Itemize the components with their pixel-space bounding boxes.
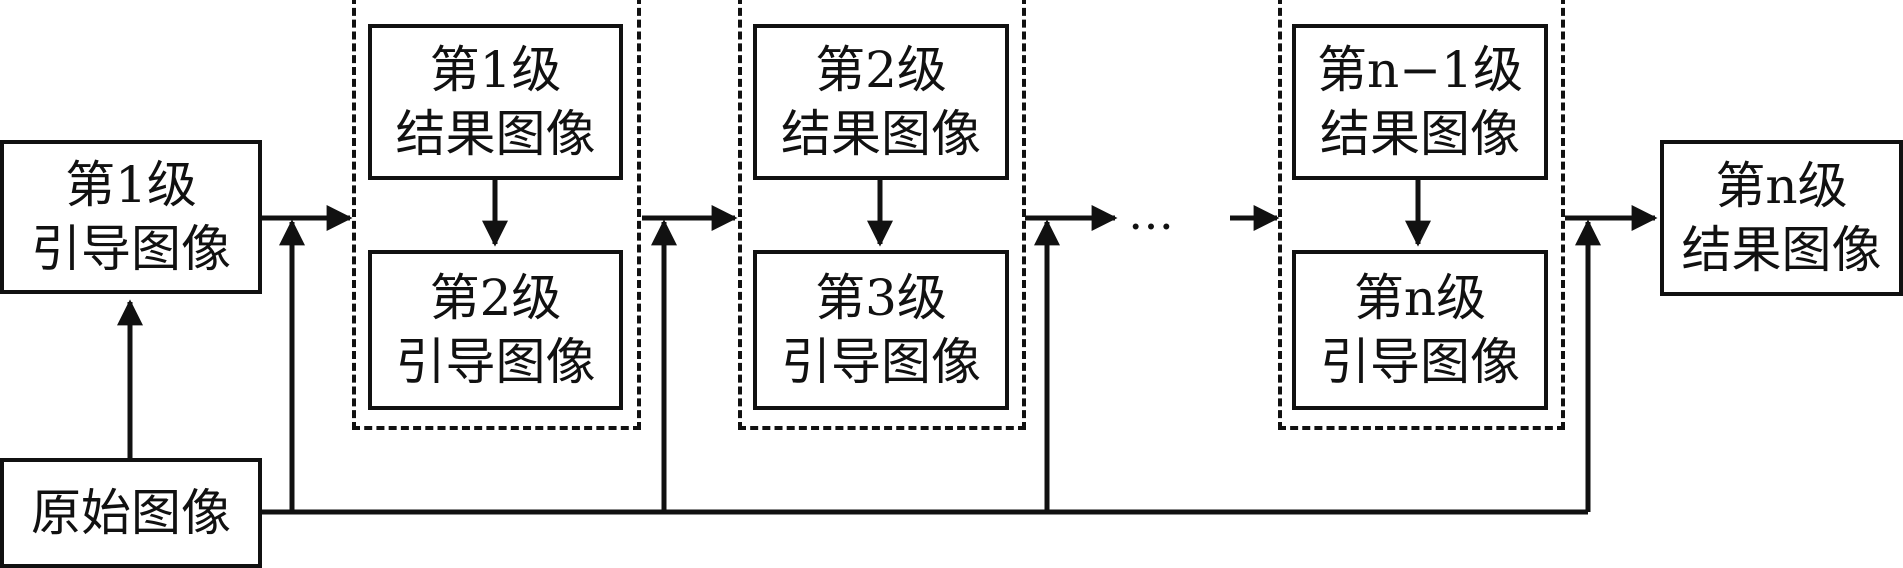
result-image-2-line1: 第2级 <box>815 41 947 99</box>
result-image-1-box: 第1级 结果图像 <box>368 24 623 180</box>
guide-image-n-line2: 引导图像 <box>1320 333 1520 391</box>
result-image-n-line2: 结果图像 <box>1681 221 1882 279</box>
result-image-1-line2: 结果图像 <box>395 105 596 163</box>
stage-n-group <box>1278 0 1565 430</box>
result-image-2-line2: 结果图像 <box>781 105 981 163</box>
result-image-n-line1: 第n级 <box>1715 157 1848 215</box>
result-image-n-minus-1-box: 第n−1级 结果图像 <box>1292 24 1548 180</box>
guide-image-2-box: 第2级 引导图像 <box>368 250 623 410</box>
result-image-1-line1: 第1级 <box>429 41 562 99</box>
result-image-2-box: 第2级 结果图像 <box>753 24 1009 180</box>
guide-image-n-line1: 第n级 <box>1353 269 1487 327</box>
result-image-n-minus-1-line1: 第n−1级 <box>1317 41 1523 99</box>
result-image-n-minus-1-line2: 结果图像 <box>1320 105 1520 163</box>
result-image-n-box: 第n级 结果图像 <box>1660 140 1903 296</box>
original-image-box: 原始图像 <box>0 458 262 568</box>
guide-image-3-line2: 引导图像 <box>781 333 981 391</box>
guide-image-n-box: 第n级 引导图像 <box>1292 250 1548 410</box>
guide-image-1-box: 第1级 引导图像 <box>0 140 262 294</box>
guide-image-3-box: 第3级 引导图像 <box>753 250 1009 410</box>
ellipsis: … <box>1128 186 1180 240</box>
guide-image-2-line1: 第2级 <box>429 269 562 327</box>
guide-image-3-line1: 第3级 <box>815 269 947 327</box>
guide-image-2-line2: 引导图像 <box>395 333 596 391</box>
original-image-label: 原始图像 <box>31 484 231 542</box>
stage-1-group <box>352 0 641 430</box>
guide-image-1-line1: 第1级 <box>65 156 197 214</box>
stage-2-group <box>738 0 1026 430</box>
guide-image-1-line2: 引导图像 <box>31 220 231 278</box>
